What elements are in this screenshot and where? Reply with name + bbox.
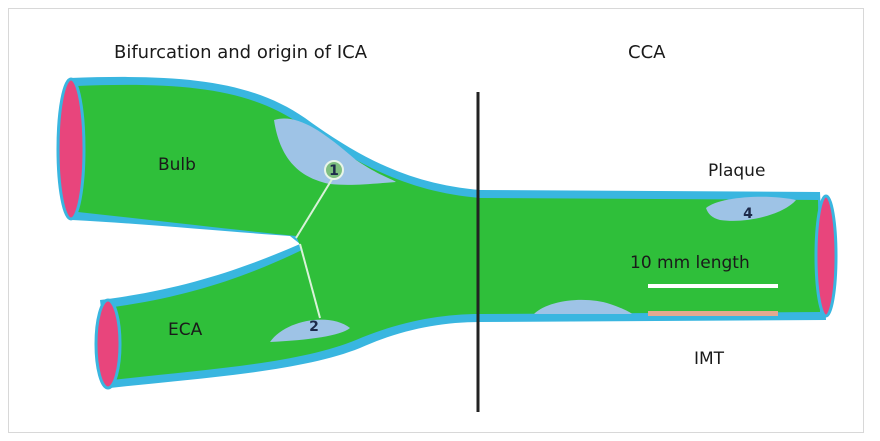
vessel-end-eca	[96, 300, 120, 388]
label-10mm: 10 mm length	[630, 253, 750, 273]
label-imt: IMT	[694, 349, 725, 369]
label-cca: CCA	[628, 42, 666, 63]
label-plaque: Plaque	[708, 161, 765, 181]
vessel-end-cca	[816, 196, 836, 316]
label-eca: ECA	[168, 320, 203, 340]
label-bifurcation: Bifurcation and origin of ICA	[114, 42, 368, 63]
marker-2-label: 2	[309, 319, 319, 335]
vessel-end-bulb	[58, 79, 84, 219]
marker-4-label: 4	[743, 206, 753, 222]
label-bulb: Bulb	[158, 155, 196, 175]
marker-1-label: 1	[329, 163, 339, 179]
imt-segment	[648, 311, 778, 316]
